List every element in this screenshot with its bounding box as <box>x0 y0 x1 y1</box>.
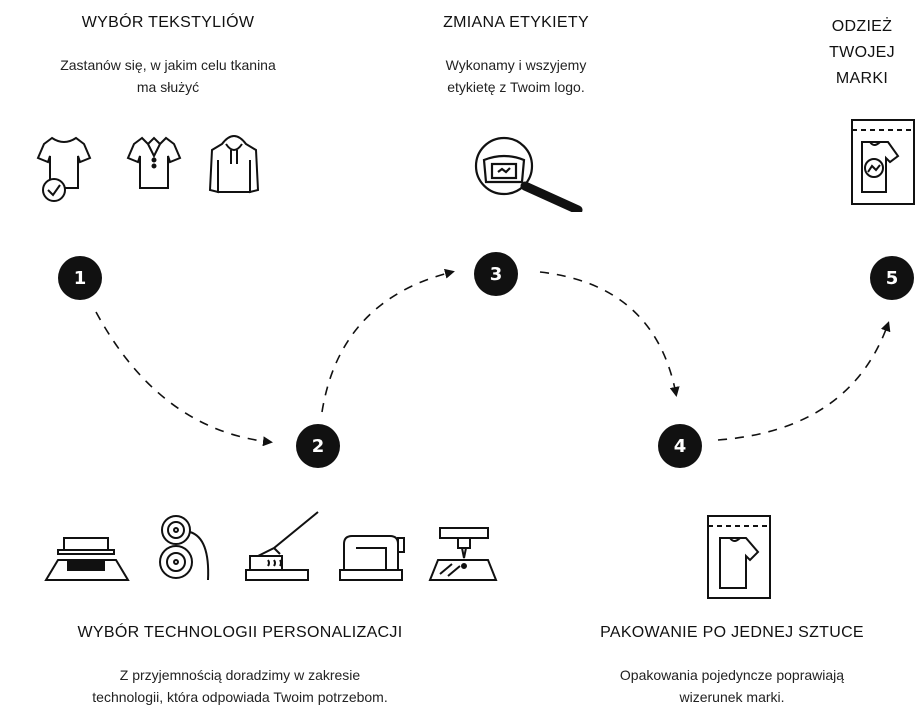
arrow-2-to-3 <box>321 268 455 413</box>
tshirt-check-icon <box>36 136 92 202</box>
branded-package-icon <box>848 116 918 213</box>
step3-badge: 3 <box>474 252 518 296</box>
screen-printing-icon <box>44 537 130 581</box>
step2-description: Z przyjemnością doradzimy w zakresie tec… <box>92 667 388 705</box>
hoodie-icon <box>208 135 260 194</box>
step1-icons <box>34 130 274 215</box>
step2-icons <box>40 508 500 593</box>
step1-title: WYBÓR TEKSTYLIÓW <box>81 14 255 31</box>
step5-badge: 5 <box>870 256 914 300</box>
step4-description: Opakowania pojedyncze poprawiają wizerun… <box>619 667 845 705</box>
heat-press-icon <box>245 511 319 581</box>
thread-spools-icon <box>159 515 210 581</box>
step1-badge: 1 <box>58 256 102 300</box>
step4-title: PAKOWANIE PO JEDNEJ SZTUCE <box>600 624 864 641</box>
packaged-shirt-icon <box>704 512 774 607</box>
polo-shirt-icon <box>126 136 182 189</box>
sewing-machine-icon <box>339 535 405 581</box>
arrow-1-to-2 <box>95 311 273 447</box>
arrow-4-to-5 <box>717 321 891 441</box>
arrow-3-to-4 <box>539 271 680 397</box>
step3-description: Wykonamy i wszyjemy etykietę z Twoim log… <box>445 57 587 95</box>
step3-title: ZMIANA ETYKIETY <box>443 14 589 31</box>
step1-description: Zastanów się, w jakim celu tkanina ma sł… <box>60 57 276 95</box>
step5-title: ODZIEŻ TWOJEJ MARKI <box>829 18 895 87</box>
step2-badge: 2 <box>296 424 340 468</box>
embroidery-machine-icon <box>428 527 498 581</box>
step4-badge: 4 <box>658 424 702 468</box>
label-magnifier-icon <box>470 132 590 217</box>
step2-title: WYBÓR TECHNOLOGII PERSONALIZACJI <box>77 624 403 641</box>
